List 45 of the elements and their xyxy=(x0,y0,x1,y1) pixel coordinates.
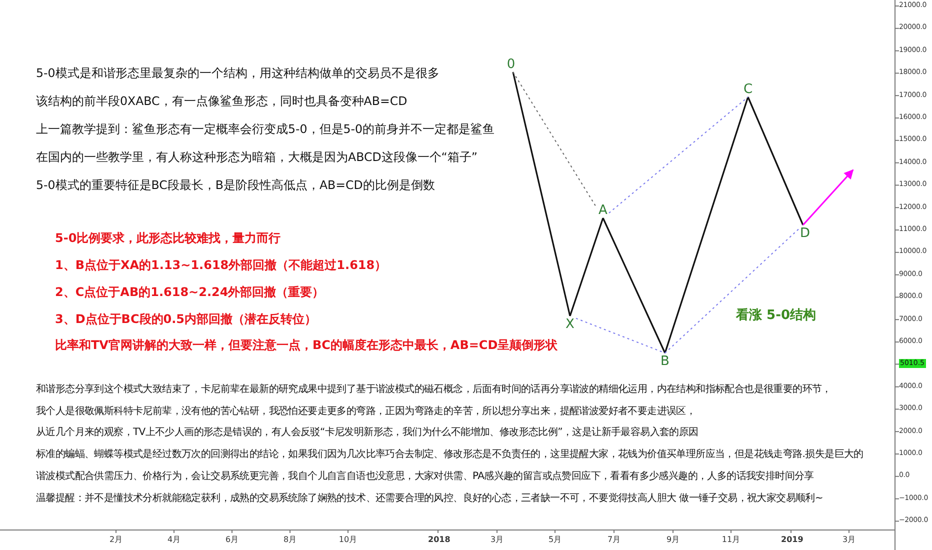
pattern-caption: 看涨 5-0结构 xyxy=(736,308,816,324)
rule-line: 5-0比例要求，此形态比较难找，量力而行 xyxy=(55,231,281,246)
text-line: 在国内的一些教学里，有人称这种形态为暗箱，大概是因为ABCD这段像一个“箱子” xyxy=(36,150,478,165)
tick-label: 9月 xyxy=(665,535,681,545)
tick-label: 4月 xyxy=(166,535,182,545)
tick-label: 2月 xyxy=(108,535,124,545)
tick-label: 3月 xyxy=(489,535,505,545)
rule-line: 2、C点位于AB的1.618~2.24外部回撤（重要） xyxy=(55,285,324,300)
text-line: 和谐形态分享到这个模式大致结束了，卡尼前辈在最新的研究成果中提到了基于谐波模式的磁石概念，后面有时间的话再分享谐波的精细化运用，内在结构和指标配合也是很重要的环节， xyxy=(36,384,832,396)
point-label: D xyxy=(799,225,811,241)
text-line: 谐波模式配合供需压力、价格行为，会让交易系统更完善，我自个儿自言自语也没意思，大家对供需、PA感兴趣的留言或点赞回应下，看看有多少感兴趣的，人多的话我安排时间分享 xyxy=(36,471,814,484)
rule-line: 3、D点位于BC段的0.5内部回撤（潜在反转位） xyxy=(55,312,317,327)
text-line: 温馨提醒：并不是懂技术分析就能稳定获利，成熟的交易系统除了娴熟的技术、还需要合理的风控、良好的心态，三者缺一不可，不要觉得技高人胆大 做一锤子交易，祝大家交易顺利~ xyxy=(36,493,823,506)
pattern-leg-line xyxy=(747,96,804,226)
point-label: A xyxy=(597,202,609,218)
point-label: C xyxy=(742,81,754,97)
tick-label: 7月 xyxy=(606,535,622,545)
text-line: 5-0模式的重要特征是BC段最长，B是阶段性高低点，AB=CD的比例是倒数 xyxy=(36,178,435,193)
pattern-leg-line xyxy=(602,218,666,354)
dotted-line xyxy=(608,96,748,214)
rule-line: 比率和TV官网讲解的大致一样，但要注意一点，BC的幅度在形态中最长，AB=CD呈颠倒形状 xyxy=(55,338,558,353)
arrow xyxy=(802,169,854,226)
text-line: 标准的蝙蝠、蝴蝶等模式是经过数万次的回测得出的结论，如果我们因为几次比率巧合去制定、修改形态是不负责任的，这里提醒大家，花钱为价值买单理所应当，但是花钱走弯路.损失是巨大的 xyxy=(36,449,864,462)
pattern-leg-line xyxy=(512,72,571,316)
tick-label: 11月 xyxy=(721,535,741,545)
tick-label: 2018 xyxy=(428,535,448,545)
text-line: 5-0模式是和谐形态里最复杂的一个结构，用这种结构做单的交易员不是很多 xyxy=(36,66,440,81)
text-line: 上一篇教学提到：鲨鱼形态有一定概率会衍变成5-0，但是5-0的前身并不一定都是鲨鱼 xyxy=(36,122,495,137)
dotted-line xyxy=(576,318,666,354)
pattern-leg-line xyxy=(664,96,749,354)
point-label: B xyxy=(659,353,671,369)
text-line: 从近几个月来的观察，TV上不少人画的形态是错误的，有人会反驳“卡尼发明新形态，我们为什么不能增加、修改形态比例”，这是让新手最容易入套的原因 xyxy=(36,427,698,440)
tick-label: 3月 xyxy=(841,535,857,545)
tick-label: 2019 xyxy=(781,535,801,545)
tick-label: 10月 xyxy=(338,535,358,545)
pattern-leg-line xyxy=(569,218,604,316)
text-line: 该结构的前半段0XABC，有一点像鲨鱼形态，同时也具备变种AB=CD xyxy=(36,94,408,109)
tick-label: 5月 xyxy=(547,535,563,545)
point-label: X xyxy=(564,316,576,332)
dotted-line xyxy=(664,228,800,354)
tick-label: 8月 xyxy=(282,535,298,545)
tick-label: 6月 xyxy=(224,535,240,545)
rule-line: 1、B点位于XA的1.13~1.618外部回撤（不能超过1.618） xyxy=(55,258,387,273)
point-label: 0 xyxy=(505,56,517,72)
text-line: 我个人是很敬佩斯科特卡尼前辈，没有他的苦心钻研，我恐怕还要走更多的弯路，正因为弯路走的辛苦，所以想分享出来，提醒谐波爱好者不要走进误区， xyxy=(36,406,696,418)
